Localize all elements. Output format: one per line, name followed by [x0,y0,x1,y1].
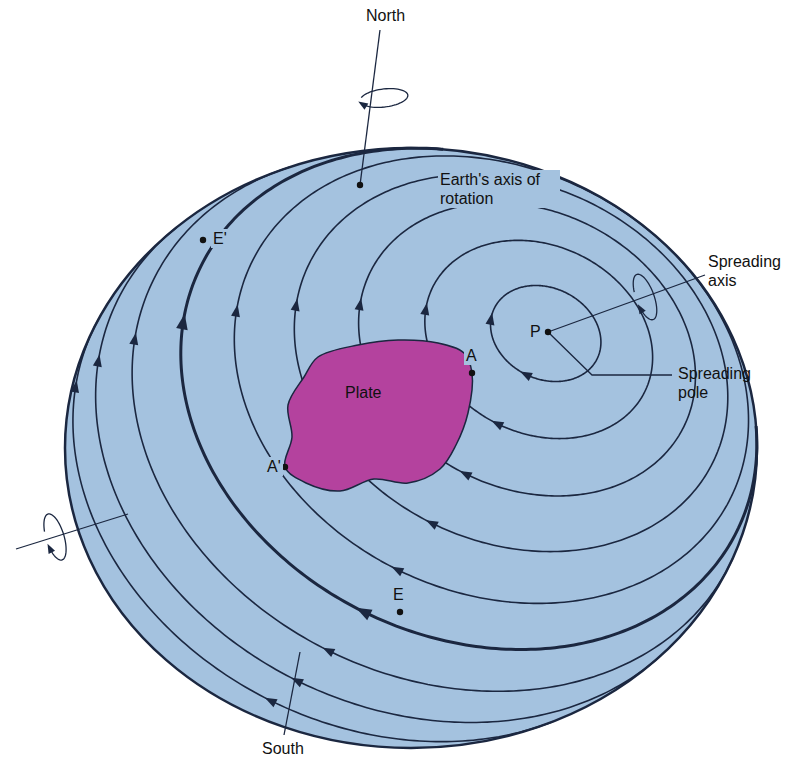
plate-label: Plate [345,383,381,402]
rotation-symbol [44,514,66,560]
spreading-pole-leader [548,332,672,375]
axis-label: Spreading axis [708,252,792,290]
motion-arrow [265,698,278,707]
plate-shape: Plate [278,333,483,495]
point-dot [469,370,475,376]
point-dot [282,464,288,470]
rotation-symbol [361,89,408,108]
point-dot [200,237,206,243]
axis-label: Spreading pole [678,364,770,402]
motion-arrow [231,305,240,318]
point-label: E' [211,229,229,248]
axis-label: South [262,739,304,758]
motion-arrow [460,471,473,480]
motion-arrow [176,314,188,330]
plate-fill [284,340,472,491]
globe-fill [65,148,757,748]
small-circle [73,319,553,741]
point-dot [357,182,363,188]
motion-arrow [492,421,505,430]
motion-arrow [93,355,102,368]
south-axis-line [284,652,300,735]
motion-arrow [426,520,439,529]
motion-arrow [129,333,138,346]
point-label: Earth's axis of rotation [438,170,560,208]
motion-arrow [355,298,364,311]
globe-outline [65,148,757,748]
spreading-axis-line [548,275,705,332]
small-circle [132,167,733,691]
axis-label: North [366,6,405,25]
rotation-symbol-head [358,102,368,110]
point-label: E [391,585,406,604]
motion-arrow [291,678,304,687]
motion-arrow [291,299,300,312]
motion-arrow [70,380,79,393]
motion-arrow [323,648,336,657]
motion-arrow [356,608,373,620]
rotation-symbol-head [47,544,55,554]
motion-arrow [392,567,405,576]
point-label: P [528,322,543,341]
small-circle [181,148,757,649]
small-circle [96,227,661,722]
motion-arrow [520,371,533,380]
rotation-symbol-head [638,304,646,314]
rotation-symbol [633,274,657,320]
motion-arrow [486,313,495,326]
point-label: A' [265,457,283,476]
motion-arrow [420,303,429,316]
opposite-axis-line [16,514,128,549]
spreading-circles [73,148,757,741]
point-dot [397,609,403,615]
plate-outline [278,333,483,495]
point-dot [545,329,551,335]
small-circle [234,156,748,603]
point-label: A [464,346,479,365]
